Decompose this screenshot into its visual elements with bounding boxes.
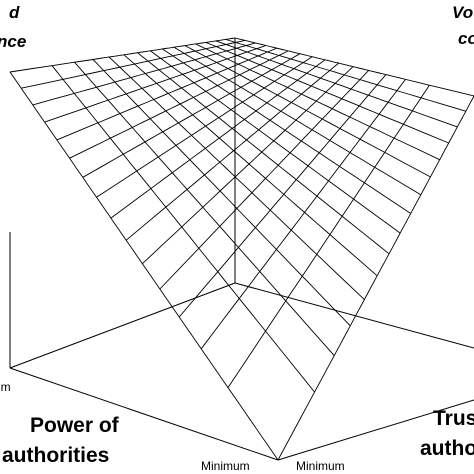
mesh-line-v-3 xyxy=(92,59,351,327)
mesh-line-u-11 xyxy=(56,47,277,141)
front-right-floor-edge xyxy=(277,399,474,461)
mesh-line-u-12 xyxy=(44,45,267,123)
right-axis-title-line1: Trus xyxy=(433,407,474,430)
mesh-line-u-15 xyxy=(9,37,236,73)
left-axis-title-line1: Power of xyxy=(30,414,120,437)
mesh-line-u-4 xyxy=(159,70,370,290)
mesh-line-v-0 xyxy=(9,71,279,461)
mesh-line-u-3 xyxy=(178,74,387,318)
right-axis-min-label: Minimum xyxy=(296,459,345,473)
mesh-line-v-1 xyxy=(51,65,315,393)
mesh-line-v-7 xyxy=(150,50,401,234)
mesh-line-u-1 xyxy=(227,84,430,388)
mesh-line-u-9 xyxy=(82,53,301,178)
mesh-line-v-10 xyxy=(184,45,431,178)
mesh-line-v-13 xyxy=(215,40,458,128)
mesh-line-u-14 xyxy=(21,39,246,89)
top-left-label-line1: d xyxy=(9,3,20,22)
mesh-line-v-8 xyxy=(162,48,411,214)
back-right-floor-edge xyxy=(234,282,474,349)
axis-box xyxy=(9,38,474,461)
mesh-line-v-2 xyxy=(74,61,335,356)
mesh-line-u-7 xyxy=(110,59,326,219)
back-left-floor-edge xyxy=(9,282,236,369)
mesh-line-v-11 xyxy=(195,43,440,161)
right-axis-title-line2: autho xyxy=(420,437,474,460)
top-right-label-line2: co xyxy=(458,29,474,48)
top-right-label-line1: Vo xyxy=(452,3,473,22)
left-side-fragment: im xyxy=(0,380,11,394)
mesh-line-u-6 xyxy=(125,62,339,241)
mesh-line-v-4 xyxy=(108,56,365,300)
mesh-line-v-12 xyxy=(205,41,449,144)
top-left-label-line2: nce xyxy=(0,32,26,51)
mesh-line-v-5 xyxy=(123,54,378,277)
mesh-line-u-10 xyxy=(69,50,289,159)
left-axis-min-label: Minimum xyxy=(201,459,250,473)
front-left-floor-edge xyxy=(9,367,279,461)
mesh-line-u-5 xyxy=(142,66,354,265)
surface-mesh xyxy=(9,37,474,461)
mesh-line-u-13 xyxy=(32,42,256,106)
mesh-line-v-6 xyxy=(137,52,390,255)
mesh-line-u-2 xyxy=(200,79,406,350)
mesh-line-v-9 xyxy=(173,46,422,196)
mesh-line-v-15 xyxy=(234,37,474,97)
mesh-line-v-14 xyxy=(225,38,466,112)
left-axis-title-line2: authorities xyxy=(2,444,109,467)
mesh-line-u-8 xyxy=(96,56,313,198)
mesh-line-u-0 xyxy=(277,95,474,461)
